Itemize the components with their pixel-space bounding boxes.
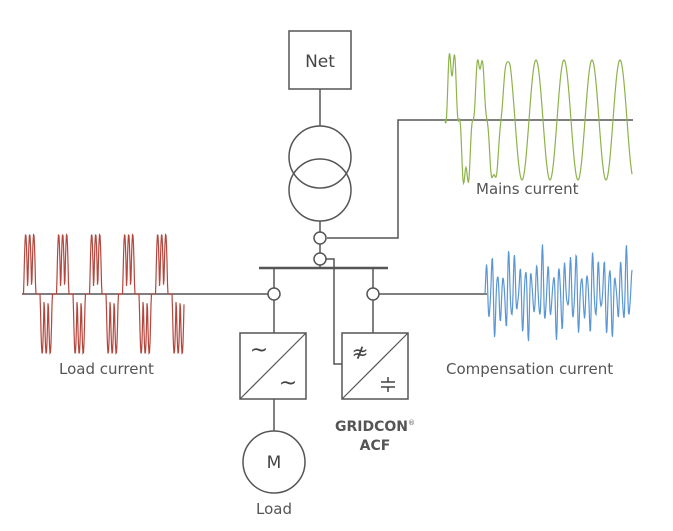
gridcon-model-label: ACF: [360, 438, 391, 454]
load-current-sensor: [267, 287, 281, 301]
transformer-primary-winding: [288, 125, 352, 189]
load-current-label: Load current: [59, 360, 154, 378]
motor-label: M: [267, 453, 282, 473]
dc-capacitor-icon: [381, 377, 395, 392]
drive-ac-out-icon: ~: [279, 371, 297, 396]
mains-current-sensor: [313, 231, 327, 245]
active-filter-diagonal: [341, 332, 409, 400]
filter-feed-sensor: [313, 252, 327, 266]
motor-circle: [242, 430, 306, 494]
filter-wave-icon: ≉: [352, 340, 369, 364]
load-label: Load: [256, 500, 292, 518]
net-label: Net: [305, 52, 335, 72]
transformer-secondary-winding: [288, 158, 352, 222]
compensation-current-sensor: [366, 287, 380, 301]
mains-current-waveform: [444, 53, 633, 186]
mains-measurement-wire: [327, 119, 633, 239]
load-current-waveform: [22, 233, 185, 355]
compensation-current-label: Compensation current: [446, 360, 613, 378]
net-box: [288, 30, 352, 90]
compensation-current-waveform: [484, 244, 633, 342]
filter-feed-wire: [326, 258, 342, 365]
gridcon-brand-label: GRIDCON®: [335, 419, 415, 435]
drive-ac-in-icon: ~: [250, 338, 268, 363]
drive-converter-diagonal: [239, 332, 307, 400]
mains-current-label: Mains current: [476, 180, 579, 198]
